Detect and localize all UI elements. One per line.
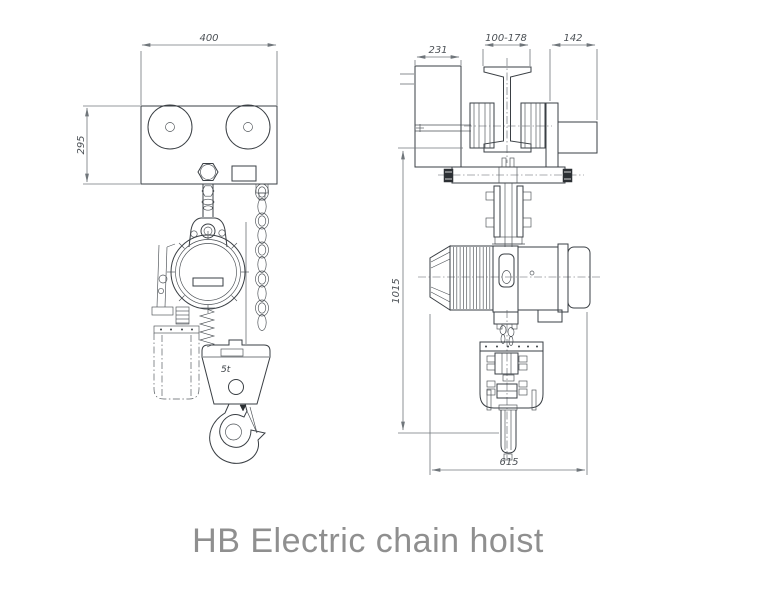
hook-block-front: 5t bbox=[201, 339, 271, 405]
dimension-plate-width: 231 bbox=[414, 45, 462, 65]
dimension-front-height: 295 bbox=[76, 105, 140, 185]
hook-side bbox=[498, 404, 518, 461]
right-wheel bbox=[225, 104, 271, 150]
capacity-label: 5t bbox=[221, 365, 231, 375]
dimension-side-offset: 142 bbox=[549, 33, 598, 120]
top-lug bbox=[188, 217, 228, 248]
motor-end-plate bbox=[557, 243, 569, 313]
bag-bracket-arm bbox=[151, 243, 190, 325]
gear-cover-plate bbox=[231, 165, 257, 182]
dimension-label-142: 142 bbox=[563, 33, 582, 44]
chain-guide-buffer bbox=[175, 306, 190, 325]
trolley-wheel-right bbox=[520, 102, 546, 149]
left-wheel bbox=[147, 104, 193, 150]
dimension-label-295: 295 bbox=[76, 135, 87, 154]
hoist-body-front bbox=[167, 217, 249, 313]
dimension-front-width: 400 bbox=[140, 33, 278, 105]
trolley-plate-front bbox=[140, 104, 278, 185]
dimension-flange-range: 100-178 bbox=[482, 33, 531, 66]
chain-container bbox=[153, 325, 200, 400]
left-side-plate bbox=[414, 65, 462, 168]
nameplate bbox=[192, 277, 224, 287]
side-view: 231 100-178 142 bbox=[391, 33, 600, 475]
dimension-label-231: 231 bbox=[428, 45, 447, 56]
suspension-bracket bbox=[485, 183, 532, 247]
motor-end-cap bbox=[567, 246, 591, 309]
hook-block-side bbox=[479, 341, 544, 411]
suspension-stem bbox=[201, 184, 215, 217]
i-beam-section bbox=[483, 58, 532, 163]
side-gear-box bbox=[557, 121, 598, 154]
trolley-side bbox=[414, 65, 598, 168]
dimension-label-1015: 1015 bbox=[391, 278, 402, 303]
buffer-spring bbox=[198, 307, 216, 348]
dimension-label-615: 615 bbox=[499, 457, 518, 468]
hook bbox=[209, 403, 267, 464]
dimension-body-length: 615 bbox=[429, 312, 588, 475]
load-chain bbox=[245, 183, 269, 344]
drawing-title: HB Electric chain hoist bbox=[192, 522, 544, 560]
safety-latch bbox=[245, 408, 258, 434]
suspension-crossbar bbox=[438, 157, 584, 184]
right-side-plate bbox=[545, 102, 559, 168]
hoist-body-side bbox=[418, 243, 600, 323]
control-bracket bbox=[537, 309, 563, 323]
chain-side bbox=[493, 310, 519, 460]
motor-housing bbox=[517, 246, 559, 311]
dimension-label-400: 400 bbox=[199, 33, 218, 44]
hex-nut bbox=[197, 163, 219, 181]
dimension-label-100-178: 100-178 bbox=[485, 33, 527, 44]
chain-window bbox=[498, 253, 515, 288]
trolley-wheel-left bbox=[469, 102, 495, 149]
front-view: 400 295 bbox=[76, 33, 278, 464]
dimension-headroom: 1015 bbox=[391, 147, 499, 434]
